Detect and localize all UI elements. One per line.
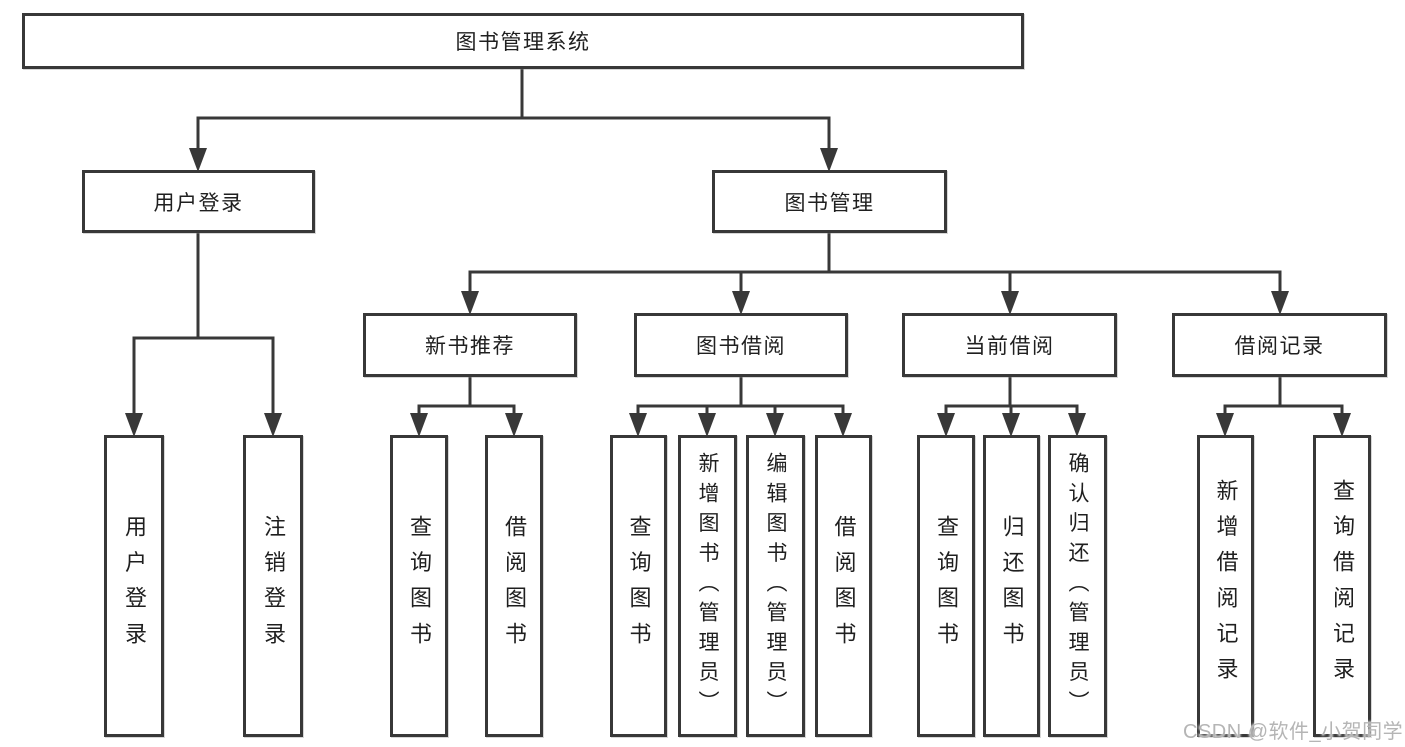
leaf-logout: 注销登录	[243, 435, 303, 737]
watermark-text: CSDN @软件_小贺同学	[1183, 721, 1404, 743]
leaf-confirm-return-admin: 确认归还（管理员）	[1048, 435, 1107, 737]
leaf-query-books-recommend: 查询图书	[390, 435, 448, 737]
leaf-add-book-admin: 新增图书（管理员）	[678, 435, 737, 737]
leaf-query-books-current-label: 查询图书	[934, 514, 959, 658]
leaf-return-books-label: 归还图书	[999, 514, 1025, 658]
leaf-edit-book-admin: 编辑图书（管理员）	[746, 435, 805, 737]
leaf-borrow-books-recommend-label: 借阅图书	[502, 514, 527, 658]
node-current-borrowing: 当前借阅	[902, 313, 1117, 377]
leaf-add-borrow-record: 新增借阅记录	[1197, 435, 1254, 737]
leaf-user-login: 用户登录	[104, 435, 164, 737]
node-library-management-system: 图书管理系统	[22, 13, 1024, 69]
node-book-borrowing: 图书借阅	[634, 313, 848, 377]
leaf-query-borrow-record: 查询借阅记录	[1313, 435, 1371, 737]
leaf-edit-book-admin-label: 编辑图书（管理员）	[764, 451, 787, 721]
leaf-query-books-borrowing-label: 查询图书	[626, 514, 652, 658]
leaf-query-books-recommend-label: 查询图书	[407, 514, 432, 658]
node-borrowing-records: 借阅记录	[1172, 313, 1387, 377]
leaf-user-login-label: 用户登录	[122, 514, 147, 658]
leaf-confirm-return-admin-label: 确认归还（管理员）	[1066, 451, 1089, 721]
leaf-query-books-current: 查询图书	[917, 435, 975, 737]
leaf-return-books: 归还图书	[983, 435, 1040, 737]
node-user-login: 用户登录	[82, 170, 315, 233]
leaf-borrow-books-borrowing-label: 借阅图书	[831, 514, 857, 658]
leaf-borrow-books-borrowing: 借阅图书	[815, 435, 872, 737]
node-new-book-recommendation: 新书推荐	[363, 313, 577, 377]
leaf-borrow-books-recommend: 借阅图书	[485, 435, 543, 737]
node-book-management: 图书管理	[712, 170, 947, 233]
leaf-query-books-borrowing: 查询图书	[610, 435, 667, 737]
leaf-add-book-admin-label: 新增图书（管理员）	[696, 451, 719, 721]
leaf-query-borrow-record-label: 查询借阅记录	[1330, 479, 1355, 693]
leaf-add-borrow-record-label: 新增借阅记录	[1213, 479, 1239, 693]
leaf-logout-label: 注销登录	[261, 514, 286, 658]
